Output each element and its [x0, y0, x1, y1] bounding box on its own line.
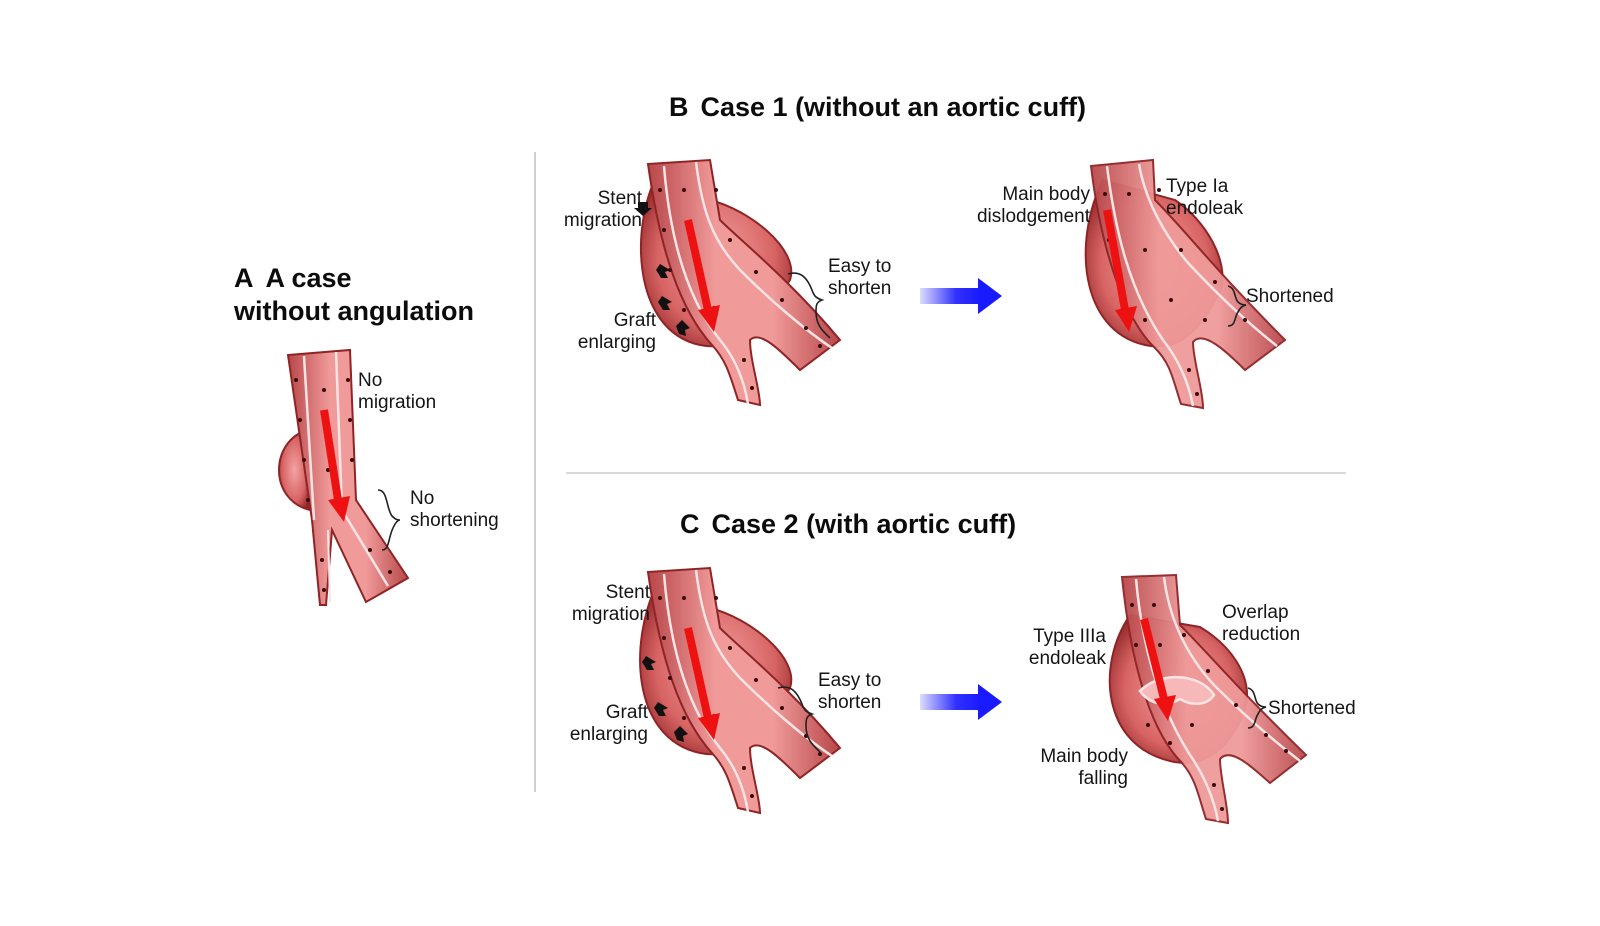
- c-label-endoleak: Type IIIa endoleak: [1000, 626, 1106, 670]
- b-label-graft-enlarging: Graft enlarging: [560, 310, 656, 354]
- b-label-stent-migration-line2: migration: [563, 210, 642, 231]
- label-no-migration-line1: No: [358, 370, 383, 391]
- c-brace-shortened: [1247, 687, 1267, 729]
- c-label-main-body-line1: Main body: [1040, 746, 1128, 767]
- b-label-endoleak-line1: Type Ia: [1166, 176, 1229, 197]
- panel-a-title-line2: without angulation: [234, 296, 474, 326]
- panel-c-letter: C: [680, 509, 700, 539]
- label-no-shortening: No shortening: [410, 488, 499, 532]
- panel-a-title-line1: A case: [265, 263, 352, 293]
- b-brace-shortened: [1227, 285, 1247, 327]
- label-no-shortening-line1: No: [410, 488, 435, 509]
- panel-c-title-text: Case 2 (with aortic cuff): [711, 509, 1017, 539]
- c-label-main-body-line2: falling: [1078, 768, 1128, 789]
- divider-horizontal: [566, 472, 1346, 474]
- c-label-graft-enlarging-line2: enlarging: [569, 724, 648, 745]
- panel-b-vessel-after: [1084, 158, 1287, 410]
- c-label-graft-enlarging-line1: Graft: [605, 702, 648, 723]
- b-label-easy-shorten: Easy to shorten: [828, 256, 891, 300]
- c-label-overlap-line2: reduction: [1222, 624, 1301, 645]
- panel-c-vessel-after: [1108, 573, 1308, 825]
- c-label-stent-migration-line1: Stent: [605, 582, 650, 603]
- c-label-shortened: Shortened: [1268, 698, 1356, 719]
- label-no-shortening-line2: shortening: [410, 510, 499, 531]
- b-label-main-body: Main body dislodgement: [960, 184, 1090, 228]
- divider-vertical: [534, 152, 536, 792]
- b-label-main-body-line1: Main body: [1002, 184, 1090, 205]
- c-label-endoleak-line1: Type IIIa: [1033, 626, 1106, 647]
- c-label-overlap: Overlap reduction: [1222, 602, 1300, 646]
- c-label-main-body: Main body falling: [1018, 746, 1128, 790]
- panel-c-vessel-before: [639, 566, 842, 815]
- panel-a-vessel: [278, 348, 410, 606]
- b-label-main-body-line2: dislodgement: [976, 206, 1090, 227]
- brace-no-shortening: [377, 489, 401, 551]
- b-brace-easy-shorten: [787, 272, 831, 339]
- b-label-endoleak: Type Ia endoleak: [1166, 176, 1243, 220]
- panel-c-transition-arrow: [920, 684, 1002, 720]
- c-label-overlap-line1: Overlap: [1222, 602, 1289, 623]
- b-label-graft-enlarging-line2: enlarging: [577, 332, 656, 353]
- label-no-migration-line2: migration: [358, 392, 437, 413]
- b-label-endoleak-line2: endoleak: [1166, 198, 1244, 219]
- c-label-easy-shorten: Easy to shorten: [818, 670, 881, 714]
- panel-b-title-text: Case 1 (without an aortic cuff): [700, 92, 1087, 122]
- panel-b-letter: B: [669, 92, 689, 122]
- c-brace-easy-shorten: [777, 686, 821, 753]
- b-label-shortened: Shortened: [1246, 286, 1334, 307]
- panel-b-vessel-before: [634, 158, 842, 407]
- panel-b-transition-arrow: [920, 278, 1002, 314]
- panel-a-title: A A case without angulation: [234, 262, 474, 328]
- c-label-stent-migration-line2: migration: [571, 604, 650, 625]
- b-label-stent-migration: Stent migration: [548, 188, 642, 232]
- b-label-easy-shorten-line2: shorten: [828, 278, 892, 299]
- panel-b-title: B Case 1 (without an aortic cuff): [669, 92, 1086, 123]
- c-label-graft-enlarging: Graft enlarging: [552, 702, 648, 746]
- c-label-easy-shorten-line1: Easy to: [818, 670, 882, 691]
- b-label-stent-migration-line1: Stent: [597, 188, 642, 209]
- panel-c-title: C Case 2 (with aortic cuff): [680, 509, 1016, 540]
- label-no-migration: No migration: [358, 370, 436, 414]
- b-label-easy-shorten-line1: Easy to: [828, 256, 892, 277]
- c-label-endoleak-line2: endoleak: [1028, 648, 1106, 669]
- c-label-easy-shorten-line2: shorten: [818, 692, 882, 713]
- panel-a-letter: A: [234, 263, 254, 293]
- c-label-stent-migration: Stent migration: [556, 582, 650, 626]
- b-label-graft-enlarging-line1: Graft: [613, 310, 656, 331]
